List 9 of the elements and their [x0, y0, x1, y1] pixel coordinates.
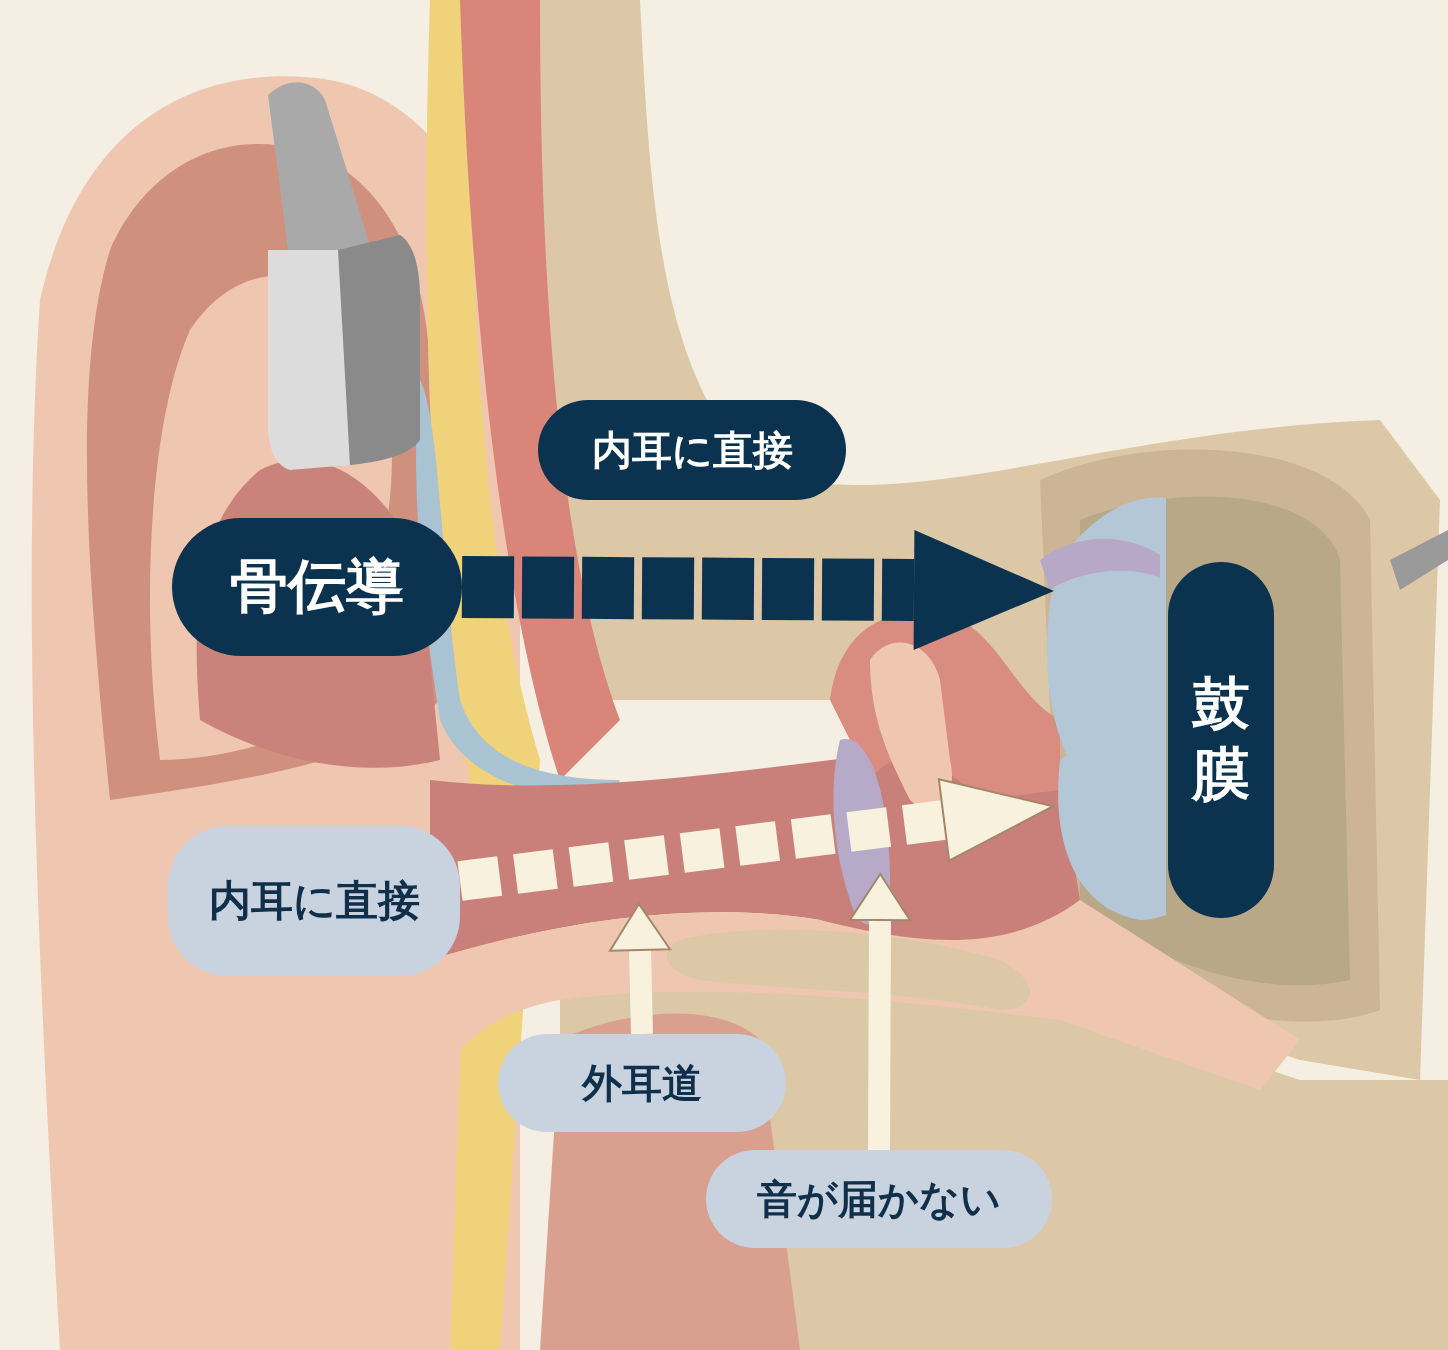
label-pill: 内耳に直接 — [168, 826, 460, 976]
inner-ear-drawing — [1040, 497, 1166, 920]
label-pill: 外耳道 — [498, 1034, 786, 1132]
arrow — [609, 903, 671, 1035]
label-pill: 鼓膜 — [1168, 562, 1274, 918]
arrow — [849, 873, 911, 1151]
label-pill: 内耳に直接 — [538, 400, 846, 500]
label-pill: 骨伝導 — [172, 518, 462, 656]
label-pill: 音が届かない — [706, 1150, 1052, 1248]
